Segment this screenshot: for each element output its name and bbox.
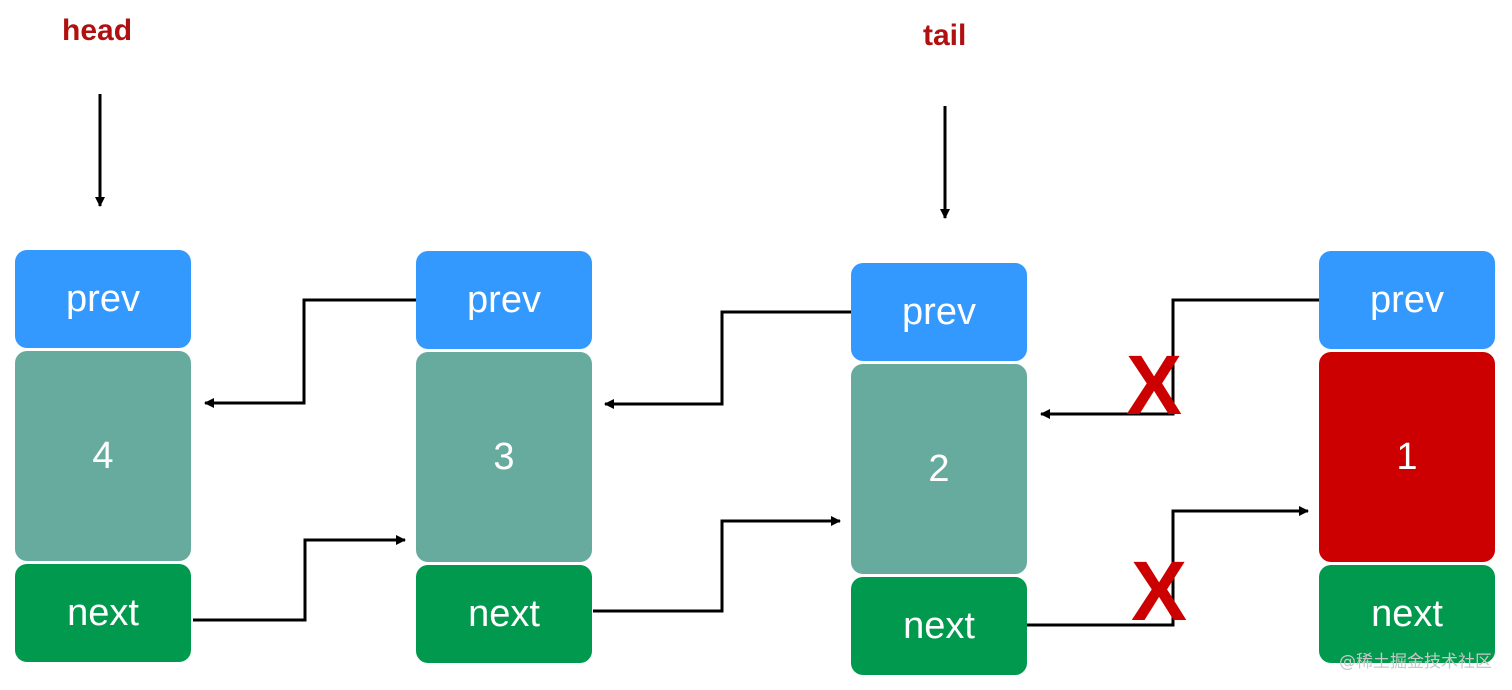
next-link-2-to-1 (1027, 506, 1309, 627)
node-value: 3 (416, 352, 592, 562)
next-link-4-to-3 (193, 535, 406, 622)
next-field: next (15, 564, 191, 662)
node-value: 4 (15, 351, 191, 561)
prev-field: prev (1319, 251, 1495, 349)
next-field: next (416, 565, 592, 663)
next-link-3-to-2 (593, 516, 841, 613)
prev-field: prev (416, 251, 592, 349)
next-field: next (851, 577, 1027, 675)
prev-link-3-to-4 (204, 298, 416, 408)
tail-label: tail (923, 19, 967, 52)
node-value: 2 (851, 364, 1027, 574)
next-field: next (1319, 565, 1495, 663)
removed-node-value: 1 (1319, 352, 1495, 562)
head-label: head (62, 14, 133, 47)
watermark: @稀土掘金技术社区 (1339, 652, 1492, 672)
prev-link-1-to-2 (1040, 298, 1319, 419)
prev-link-2-to-3 (604, 310, 851, 409)
prev-field: prev (851, 263, 1027, 361)
cut-prev-link-mark: X (1126, 338, 1183, 432)
cut-next-link-mark: X (1131, 544, 1188, 638)
prev-field: prev (15, 250, 191, 348)
